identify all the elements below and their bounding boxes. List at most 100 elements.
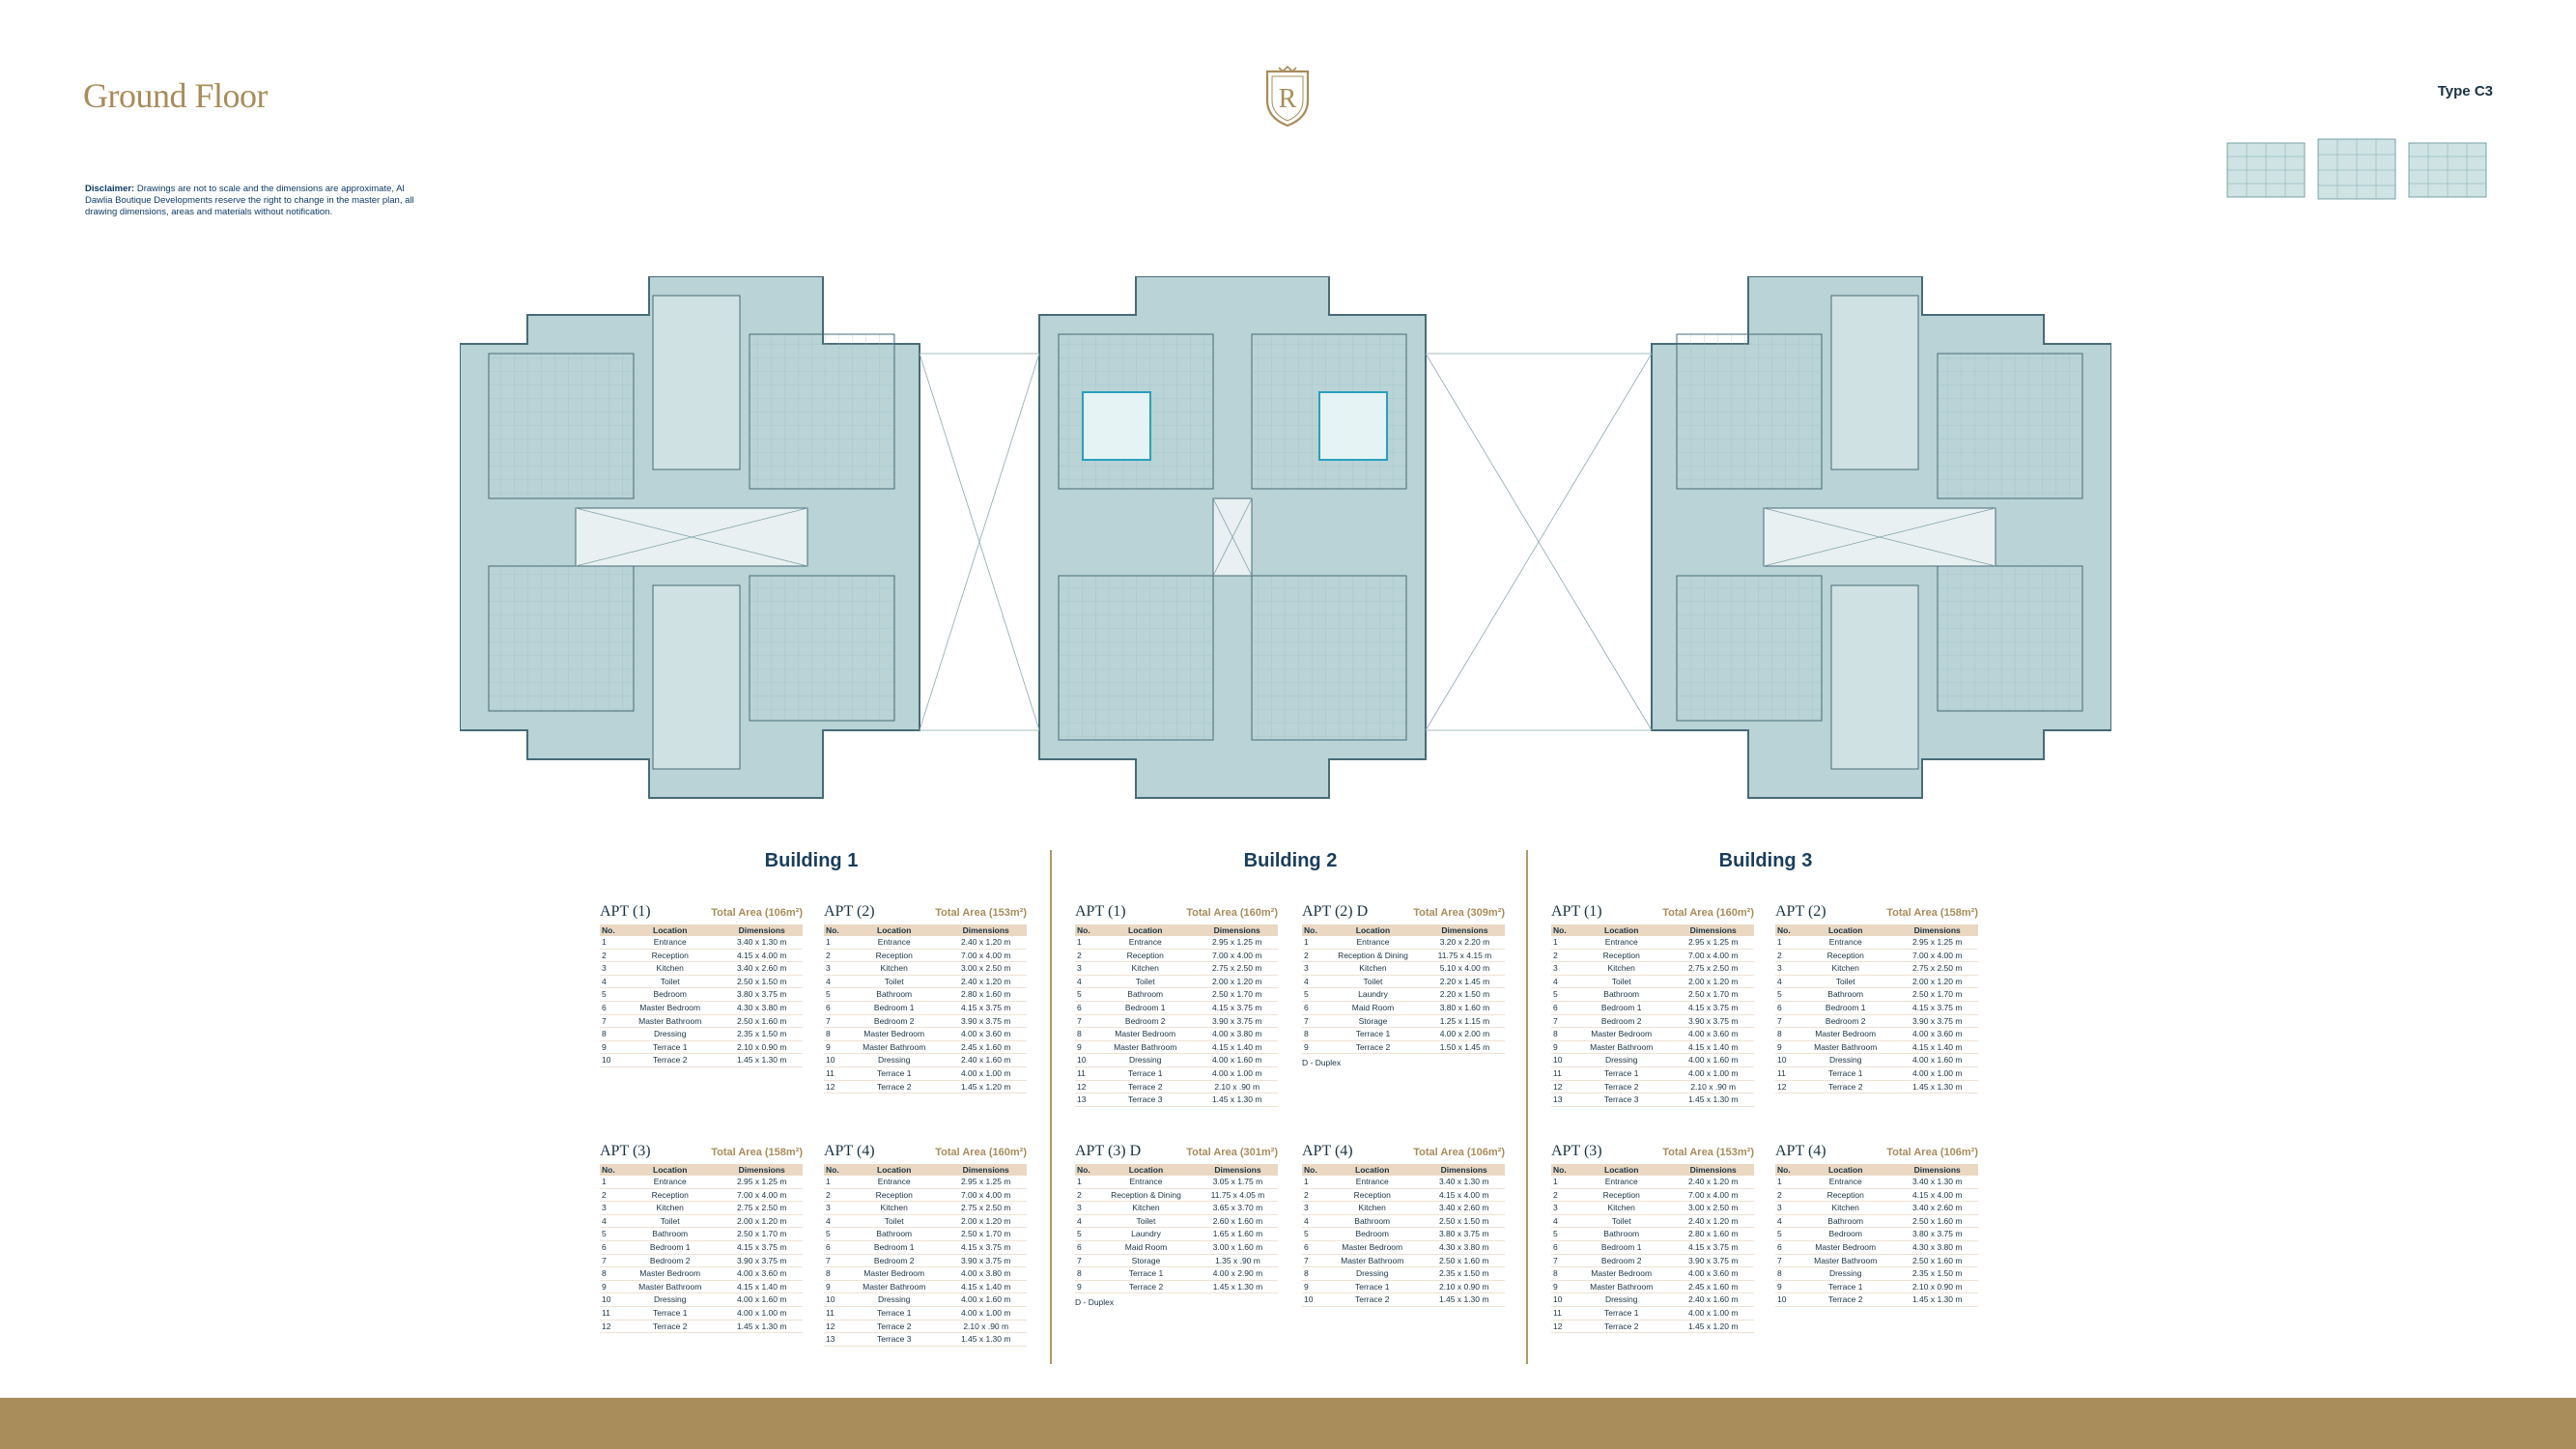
row-number: 8 (1075, 1027, 1094, 1041)
row-number: 6 (600, 1240, 619, 1255)
row-dimensions: 2.40 x 1.20 m (1672, 1214, 1754, 1229)
row-number: 7 (1775, 1254, 1795, 1268)
row-dimensions: 1.45 x 1.30 m (945, 1332, 1027, 1347)
row-dimensions: 3.90 x 3.75 m (1672, 1254, 1754, 1268)
apartment-name: APT (1) (1075, 903, 1126, 920)
row-dimensions: 7.00 x 4.00 m (1896, 949, 1978, 963)
row-location: Dressing (1571, 1053, 1673, 1067)
row-location: Toilet (1571, 975, 1673, 989)
row-location: Maid Room (1094, 1240, 1198, 1255)
row-dimensions: 1.45 x 1.30 m (1197, 1280, 1278, 1294)
page-title: Ground Floor (83, 76, 269, 115)
header-location: Location (1571, 1164, 1673, 1176)
row-dimensions: 2.95 x 1.25 m (1196, 936, 1278, 950)
row-dimensions: 3.20 x 2.20 m (1424, 936, 1505, 950)
ground-floor-plan (460, 276, 2111, 799)
row-dimensions: 2.35 x 1.50 m (1423, 1266, 1505, 1281)
header-location: Location (1094, 1164, 1198, 1176)
row-dimensions: 11.75 x 4.05 m (1197, 1188, 1278, 1203)
row-location: Entrance (1571, 936, 1673, 950)
row-location: Bathroom (619, 1227, 722, 1241)
row-dimensions: 2.10 x .90 m (1196, 1080, 1278, 1094)
row-dimensions: 1.25 x 1.15 m (1424, 1014, 1505, 1029)
row-number: 4 (1075, 975, 1094, 989)
apartment-header: APT (4)Total Area (106m²) (1775, 1143, 1978, 1164)
row-location: Dressing (1795, 1053, 1897, 1067)
row-number: 2 (824, 949, 843, 963)
row-number: 2 (1302, 949, 1321, 963)
row-location: Bedroom 2 (843, 1014, 946, 1029)
row-dimensions: 4.00 x 1.00 m (1672, 1306, 1754, 1321)
row-location: Entrance (1571, 1176, 1673, 1189)
row-location: Entrance (1795, 936, 1897, 950)
row-location: Dressing (1571, 1293, 1673, 1307)
building-1-title: Building 1 (764, 850, 859, 871)
row-number: 10 (1551, 1293, 1571, 1307)
row-number: 7 (1302, 1014, 1321, 1029)
row-location: Bedroom 1 (1795, 1001, 1897, 1015)
building-3-plan (1651, 276, 2111, 799)
header-no: No. (1075, 1164, 1094, 1176)
row-number: 3 (600, 961, 619, 976)
row-dimensions: 1.45 x 1.30 m (1896, 1080, 1978, 1094)
row-location: Entrance (619, 1176, 722, 1189)
row-location: Master Bathroom (619, 1280, 722, 1294)
row-number: 2 (1075, 949, 1094, 963)
header-no: No. (1775, 1164, 1795, 1176)
row-location: Entrance (619, 936, 722, 950)
row-location: Terrace 3 (1571, 1093, 1673, 1107)
row-number: 9 (824, 1280, 843, 1294)
row-location: Bedroom (1795, 1227, 1897, 1241)
row-number: 5 (824, 1227, 843, 1241)
row-location: Toilet (619, 1214, 722, 1229)
row-number: 7 (824, 1014, 843, 1029)
building-2-plan (1038, 276, 1427, 799)
row-dimensions: 4.15 x 3.75 m (945, 1001, 1027, 1015)
row-location: Bedroom 2 (619, 1254, 722, 1268)
row-dimensions: 7.00 x 4.00 m (1672, 1188, 1754, 1203)
row-location: Laundry (1094, 1227, 1198, 1241)
header-dimensions: Dimensions (1197, 1164, 1278, 1176)
row-location: Master Bedroom (1571, 1266, 1673, 1281)
row-number: 6 (1075, 1001, 1094, 1015)
row-number: 2 (600, 1188, 619, 1203)
row-location: Kitchen (1571, 961, 1673, 976)
apartment-total-area: Total Area (158m²) (1886, 907, 1978, 919)
row-number: 2 (1075, 1188, 1094, 1203)
row-number: 6 (824, 1001, 843, 1015)
row-dimensions: 2.50 x 1.60 m (1423, 1254, 1505, 1268)
row-location: Kitchen (843, 1201, 946, 1215)
row-number: 13 (824, 1332, 843, 1347)
row-location: Bedroom 2 (1795, 1014, 1897, 1029)
row-location: Terrace 1 (1571, 1066, 1673, 1081)
row-dimensions: 2.75 x 2.50 m (721, 1201, 803, 1215)
row-dimensions: 4.15 x 3.75 m (721, 1240, 803, 1255)
row-number: 7 (1075, 1254, 1094, 1268)
row-dimensions: 2.45 x 1.60 m (945, 1040, 1027, 1055)
